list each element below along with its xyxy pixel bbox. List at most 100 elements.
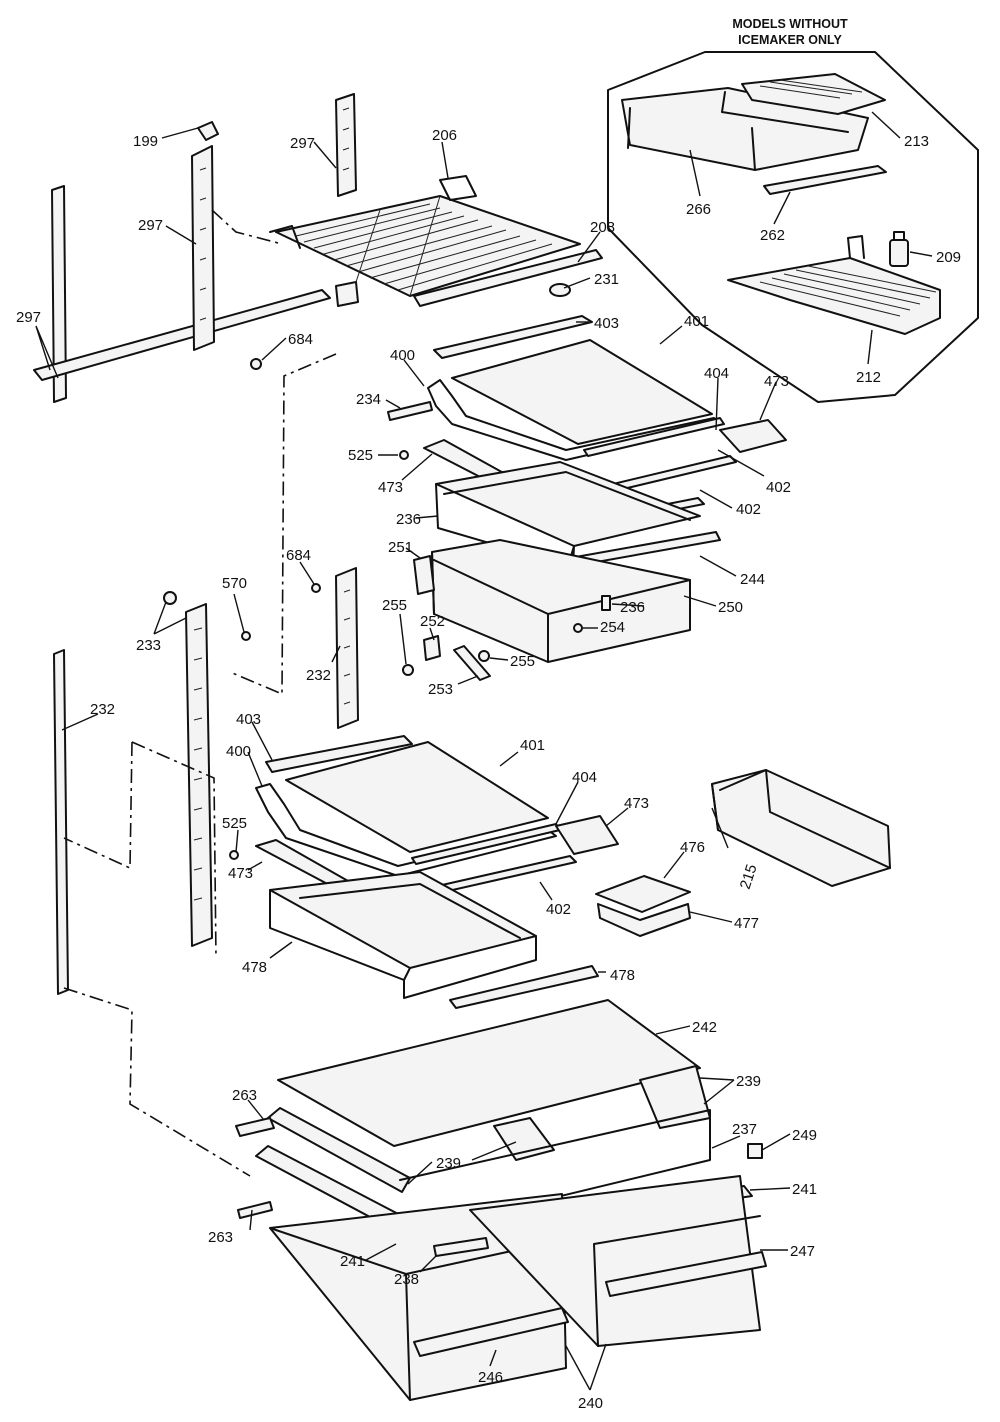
ladder-233: [185, 603, 213, 947]
inset-header-line1: MODELS WITHOUT: [732, 17, 848, 31]
label-473-mid-right: 473: [624, 795, 649, 812]
label-241-right: 241: [792, 1181, 817, 1198]
stop-236: [601, 595, 611, 611]
ladder-232-center: [335, 567, 359, 729]
label-213: 213: [904, 133, 929, 150]
ice-bin-stop: [889, 231, 909, 267]
label-473-upper-right: 473: [764, 373, 789, 390]
stop-263-lower: [237, 1201, 273, 1219]
label-250: 250: [718, 599, 743, 616]
label-478-trim: 478: [610, 967, 635, 984]
slide-473-right: [719, 419, 787, 453]
label-251: 251: [388, 539, 413, 556]
rail-297-horizontal: [33, 289, 331, 381]
trim-403-upper: [433, 315, 593, 359]
washer-255-left: [402, 664, 414, 676]
inset-rail: [763, 165, 887, 195]
wire-shelf-206: [269, 175, 603, 307]
trim-404-upper: [583, 417, 725, 457]
label-206: 206: [432, 127, 457, 144]
label-246: 246: [478, 1369, 503, 1386]
left-cabinet-rails: [33, 93, 359, 995]
label-244: 244: [740, 571, 765, 588]
inset-header-line2: ICEMAKER ONLY: [738, 33, 842, 47]
label-209: 209: [936, 249, 961, 266]
shelf-trim-208: [413, 249, 603, 307]
screw-525-mid: [229, 850, 239, 860]
label-255-left: 255: [382, 597, 407, 614]
ice-bin-support: [727, 235, 941, 335]
label-684-mid: 684: [286, 547, 311, 564]
clip-234: [387, 401, 433, 421]
label-263-lower: 263: [208, 1229, 233, 1246]
label-401-mid: 401: [520, 737, 545, 754]
label-236-stop: 236: [620, 599, 645, 616]
handle-246: [413, 1307, 569, 1357]
crisper-246: [269, 1193, 567, 1401]
label-525-upper: 525: [348, 447, 373, 464]
part-238: [433, 1237, 489, 1257]
label-402-upper-a: 402: [766, 479, 791, 496]
label-241-left: 241: [340, 1253, 365, 1270]
label-232-center: 232: [306, 667, 331, 684]
ice-bin: [621, 73, 886, 171]
pan-cover-250: [431, 539, 691, 663]
label-252: 252: [420, 613, 445, 630]
stop-263-upper: [235, 1117, 275, 1137]
label-476: 476: [680, 839, 705, 856]
label-478-drawer: 478: [242, 959, 267, 976]
label-240: 240: [578, 1395, 603, 1412]
support-center: [493, 1117, 555, 1161]
label-402-upper-b: 402: [736, 501, 761, 518]
trim-403-mid: [265, 735, 413, 773]
meat-pan-assembly: [402, 461, 721, 681]
label-239-center: 239: [436, 1155, 461, 1172]
ladder-297: [191, 145, 215, 351]
clip-199: [197, 121, 219, 141]
glass-242: [277, 999, 701, 1147]
label-262: 262: [760, 227, 785, 244]
label-297-left: 297: [16, 309, 41, 326]
trim-478: [449, 965, 599, 1009]
bracket-231: [549, 283, 571, 297]
screw-570: [241, 631, 251, 641]
label-473-upper-left: 473: [378, 479, 403, 496]
phantom-lines: [63, 209, 337, 1177]
dairy-477: [597, 903, 691, 937]
label-297-top: 297: [290, 135, 315, 152]
label-525-mid: 525: [222, 815, 247, 832]
label-199: 199: [133, 133, 158, 150]
screw-254: [573, 623, 583, 633]
label-238: 238: [394, 1271, 419, 1288]
dairy-lid-476: [595, 875, 691, 913]
icemaker-inset: MODELS WITHOUT ICEMAKER ONLY: [607, 17, 979, 403]
glass-401-mid: [285, 741, 549, 853]
lever-253: [453, 645, 491, 681]
label-266: 266: [686, 201, 711, 218]
ladder-297-top: [335, 93, 357, 197]
label-400-upper: 400: [390, 347, 415, 364]
slide-473-mid-right: [555, 815, 619, 855]
label-404-upper: 404: [704, 365, 729, 382]
label-233: 233: [136, 637, 161, 654]
label-403-mid: 403: [236, 711, 261, 728]
rail-232-left: [53, 649, 69, 995]
label-402-mid: 402: [546, 901, 571, 918]
label-684-upper: 684: [288, 331, 313, 348]
label-473-mid-left: 473: [228, 865, 253, 882]
bracket-251: [413, 555, 435, 595]
label-215: 215: [737, 862, 761, 891]
label-247: 247: [790, 1243, 815, 1260]
label-477: 477: [734, 915, 759, 932]
leader-lines: [35, 111, 933, 1391]
washer-255: [478, 650, 490, 662]
label-237: 237: [732, 1121, 757, 1138]
bin-215: [711, 769, 891, 887]
knob-252: [423, 635, 441, 661]
label-401-upper: 401: [684, 313, 709, 330]
part-249: [747, 1143, 763, 1159]
cam-233: [163, 591, 177, 605]
label-232-left: 232: [90, 701, 115, 718]
label-249: 249: [792, 1127, 817, 1144]
